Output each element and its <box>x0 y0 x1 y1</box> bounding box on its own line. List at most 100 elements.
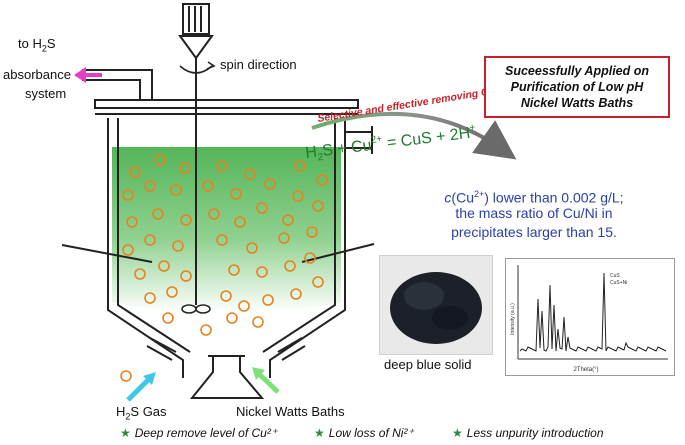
bubble <box>294 160 306 172</box>
bubble <box>216 160 228 172</box>
callout-line-1: Suceessfully Applied on <box>504 64 649 78</box>
application-callout: Suceessfully Applied on Purification of … <box>484 56 670 118</box>
bubble <box>154 154 166 166</box>
star-icon: ★ <box>314 426 325 440</box>
feature-list: ★Deep remove level of Cu²⁺ ★Low loss of … <box>0 424 685 444</box>
to-h2s-text: to H <box>18 36 42 51</box>
bubble <box>126 216 138 228</box>
bath-inlet-arrowhead <box>252 367 265 380</box>
result-line-1-rest: ) lower than 0.002 g/L; <box>484 189 624 206</box>
bubble <box>144 292 156 304</box>
impeller-icon <box>181 304 211 314</box>
bubble <box>234 216 246 228</box>
gas-bubbles <box>120 154 328 382</box>
reaction-equation: H2S + Cu2+ = CuS + 2H+ <box>304 122 477 165</box>
result-line-3: precipitates larger than 15. <box>451 224 617 240</box>
callout-line-2: Purification of Low pH <box>510 80 644 94</box>
bubble <box>170 184 182 196</box>
bubble <box>256 202 268 214</box>
spin-direction-label: spin direction <box>220 57 297 72</box>
bubble <box>278 232 290 244</box>
bubble <box>120 370 132 382</box>
xrd-ylabel: Intensity (a.u.) <box>510 303 516 335</box>
h2s-gas-end: S Gas <box>130 404 167 419</box>
to-h2s-label: to H2S <box>18 36 56 54</box>
deep-blue-solid-label: deep blue solid <box>384 357 472 372</box>
result-cu: (Cu <box>451 189 474 206</box>
bubble <box>179 162 191 174</box>
bubble <box>208 208 220 220</box>
feature-text-1: Deep remove level of Cu²⁺ <box>134 426 278 440</box>
to-h2s-sub: 2 <box>41 43 47 54</box>
bubble <box>216 234 228 246</box>
h2s-gas-label: H2S Gas <box>116 404 167 422</box>
result-line-2: the mass ratio of Cu/Ni in <box>455 205 613 221</box>
bubble <box>244 168 256 180</box>
bubble <box>238 300 250 312</box>
nickel-watts-label: Nickel Watts Baths <box>236 404 345 419</box>
bubble <box>256 266 268 278</box>
bubble <box>180 270 192 282</box>
bubble <box>246 242 258 254</box>
bubble <box>202 180 214 192</box>
bubble <box>134 268 146 280</box>
callout-line-3: Nickel Watts Baths <box>520 96 634 110</box>
xrd-plot: 2Theta(°) Intensity (a.u.) CuS CuS+Ni <box>510 265 668 373</box>
bubble <box>312 276 324 288</box>
bath-inlet-arrow <box>256 371 280 394</box>
bubble <box>220 290 232 302</box>
bubble <box>200 324 212 336</box>
h2s-gas-text: H <box>116 404 126 419</box>
gas-outlet-arrowhead <box>74 67 86 83</box>
bubble <box>152 208 164 220</box>
reactor-vessel <box>61 69 375 399</box>
bubble <box>228 264 240 276</box>
bubble <box>282 214 294 226</box>
stirrer-motor <box>178 3 214 60</box>
bubble <box>304 252 316 264</box>
result-cu-sup: 2+ <box>473 189 485 199</box>
bubble <box>306 226 318 238</box>
bubble <box>226 312 238 324</box>
star-icon: ★ <box>452 426 463 440</box>
bubble <box>166 286 178 298</box>
bubble <box>252 316 264 328</box>
bubble <box>144 234 156 246</box>
bubble <box>144 180 156 192</box>
feature-text-3: Less unpurity introduction <box>466 426 604 440</box>
bubble <box>172 240 184 252</box>
bubble <box>262 294 274 306</box>
bubble <box>230 188 242 200</box>
bubble <box>129 166 141 178</box>
xrd-legend-1: CuS <box>610 273 620 279</box>
feature-item-3: ★Less unpurity introduction <box>452 426 604 440</box>
to-h2s-end: S <box>46 36 56 51</box>
xrd-legend-2: CuS+Ni <box>610 280 627 286</box>
precipitate-photo <box>379 255 493 355</box>
system-label: system <box>25 86 67 101</box>
bubble <box>122 244 134 256</box>
bubble <box>316 174 328 186</box>
absorbance-label: absorbance <box>3 67 71 82</box>
reactor-liquid <box>112 147 341 313</box>
xrd-pattern: 2Theta(°) Intensity (a.u.) CuS CuS+Ni <box>505 258 675 376</box>
feature-text-2: Low loss of Ni²⁺ <box>328 426 414 440</box>
bubble <box>264 178 276 190</box>
result-c: c <box>444 189 452 206</box>
bubble <box>122 189 134 201</box>
feature-item-2: ★Low loss of Ni²⁺ <box>314 426 414 440</box>
result-line-1: c(Cu2+) lower than 0.002 g/L; <box>384 186 684 207</box>
bubble <box>162 312 174 324</box>
h2s-inlet-arrowhead <box>143 372 156 385</box>
bubble <box>290 288 302 300</box>
bubble <box>158 260 170 272</box>
star-icon: ★ <box>120 426 131 440</box>
h2s-inlet-arrow <box>126 376 152 402</box>
xrd-curve <box>519 272 667 352</box>
bubble <box>312 200 324 212</box>
spin-arrowhead-icon <box>206 61 216 70</box>
bubble <box>284 260 296 272</box>
xrd-xlabel: 2Theta(°) <box>573 367 598 373</box>
feature-item-1: ★Deep remove level of Cu²⁺ <box>120 426 277 440</box>
